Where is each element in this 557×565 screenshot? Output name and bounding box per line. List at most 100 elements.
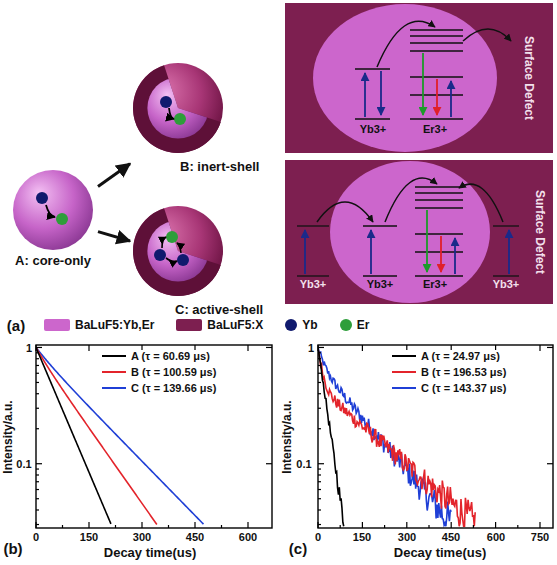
core-sphere [147, 77, 208, 138]
axis-tick [221, 525, 222, 528]
legend-line-sample [102, 371, 126, 373]
axis-tick [318, 393, 321, 394]
ion-label: Er3+ [423, 123, 447, 136]
decay-chart [36, 345, 272, 528]
transfer-arrow [166, 258, 177, 262]
ion-label: Er3+ [423, 278, 447, 291]
nanoparticle-sphere: C: active-shell [130, 203, 264, 318]
axis-tick [36, 509, 39, 510]
energy-level [493, 275, 519, 276]
tick-label: 150 [353, 531, 371, 544]
energy-level [415, 207, 463, 208]
axis-tick [547, 463, 553, 464]
axis-tick [318, 474, 321, 475]
transfer-arrow [377, 21, 435, 67]
axis-title: Decay time(us) [394, 546, 486, 561]
legend-text: Yb [302, 318, 317, 332]
sphere-A [13, 170, 93, 250]
ion-dot [56, 213, 68, 225]
axis-title: Intensity/a.u. [2, 400, 16, 473]
legend-item: BaLuF5:Yb,Er [44, 318, 154, 332]
sphere-B [133, 63, 223, 153]
energy-level [415, 199, 463, 200]
panel-letter: (a) [7, 317, 25, 334]
axis-tick [194, 522, 195, 528]
axis-tick [266, 463, 272, 464]
legend-text: BaLuF5:Yb,Er [75, 318, 154, 332]
transition-arrow [440, 236, 442, 272]
legend-line-sample [392, 355, 416, 357]
chart-legend-item: A (τ = 60.69 μs) [100, 350, 212, 362]
transfer-arrow [46, 205, 55, 217]
chart-legend-item: C (τ = 143.37 μs) [390, 382, 508, 394]
axis-tick [362, 522, 363, 528]
transfer-arrow [317, 202, 373, 222]
chart-legend-item: A (τ = 24.97 μs) [390, 350, 502, 362]
cutaway [133, 65, 221, 153]
legend-swatch [176, 319, 202, 331]
axis-tick [36, 428, 39, 429]
core-sphere [147, 220, 208, 281]
axis-tick [36, 373, 39, 374]
shell-cut-face [133, 65, 221, 153]
axis-tick [318, 498, 321, 499]
tick-label: 0.1 [296, 458, 311, 471]
axis-tick [36, 481, 39, 482]
axis-tick [318, 347, 324, 348]
shell-cut-face [133, 208, 221, 296]
axis-tick [517, 525, 518, 528]
axis-tick [36, 474, 39, 475]
ion-label: Yb3+ [300, 278, 327, 291]
shell-sphere [133, 206, 223, 296]
transition-arrow [380, 71, 382, 115]
axis-tick [318, 524, 321, 525]
transfer-arrow [162, 237, 166, 248]
material-legend: BaLuF5:Yb,ErBaLuF5:XYbEr [44, 318, 369, 332]
tick-label: 300 [398, 531, 416, 544]
ion-dot [174, 113, 186, 125]
decay-curve [318, 348, 344, 526]
energy-level [355, 68, 390, 69]
energy-panel: Yb3+Yb3+Er3+Yb3+Surface Defect [285, 160, 553, 304]
tick-label: 150 [80, 531, 98, 544]
axis-tick [451, 522, 452, 528]
tick-label: 300 [133, 531, 151, 544]
panel-letter: (c) [289, 540, 307, 557]
axis-tick [362, 345, 363, 351]
axis-tick [36, 524, 39, 525]
ion-label: Yb3+ [493, 278, 520, 291]
legend-item: Er [340, 318, 370, 332]
axis-title: Intensity/a.u. [281, 400, 295, 473]
axis-tick [36, 352, 39, 353]
axis-title: Decay time(us) [104, 546, 196, 561]
axis-tick [36, 382, 39, 383]
decay-chart [318, 345, 553, 528]
tick-label: 600 [487, 531, 505, 544]
axis-tick [318, 489, 321, 490]
energy-level [363, 275, 397, 276]
axis-tick [36, 393, 39, 394]
sphere-drawing [8, 168, 98, 258]
energy-panel: Yb3+Er3+Surface Defect [285, 3, 553, 153]
axis-tick [318, 408, 321, 409]
axis-tick [318, 352, 321, 353]
axis-tick [539, 345, 540, 351]
legend-line-sample [392, 387, 416, 389]
axis-tick [36, 358, 39, 359]
axis-tick [247, 345, 248, 351]
ion-dot [154, 249, 166, 261]
axis-tick [406, 522, 407, 528]
panel-letter: (b) [3, 540, 22, 557]
transition-arrow [304, 230, 306, 274]
ion-dot [160, 96, 172, 108]
tick-label: 0 [315, 531, 321, 544]
tick-label: 600 [239, 531, 257, 544]
shell-sphere [133, 63, 223, 153]
energy-level [410, 29, 463, 30]
tick-label: 750 [531, 531, 549, 544]
axis-tick [318, 509, 321, 510]
particle-label: C: active-shell [175, 303, 263, 318]
axis-tick [318, 365, 321, 366]
core-sphere [13, 170, 93, 250]
cutaway [133, 208, 221, 296]
